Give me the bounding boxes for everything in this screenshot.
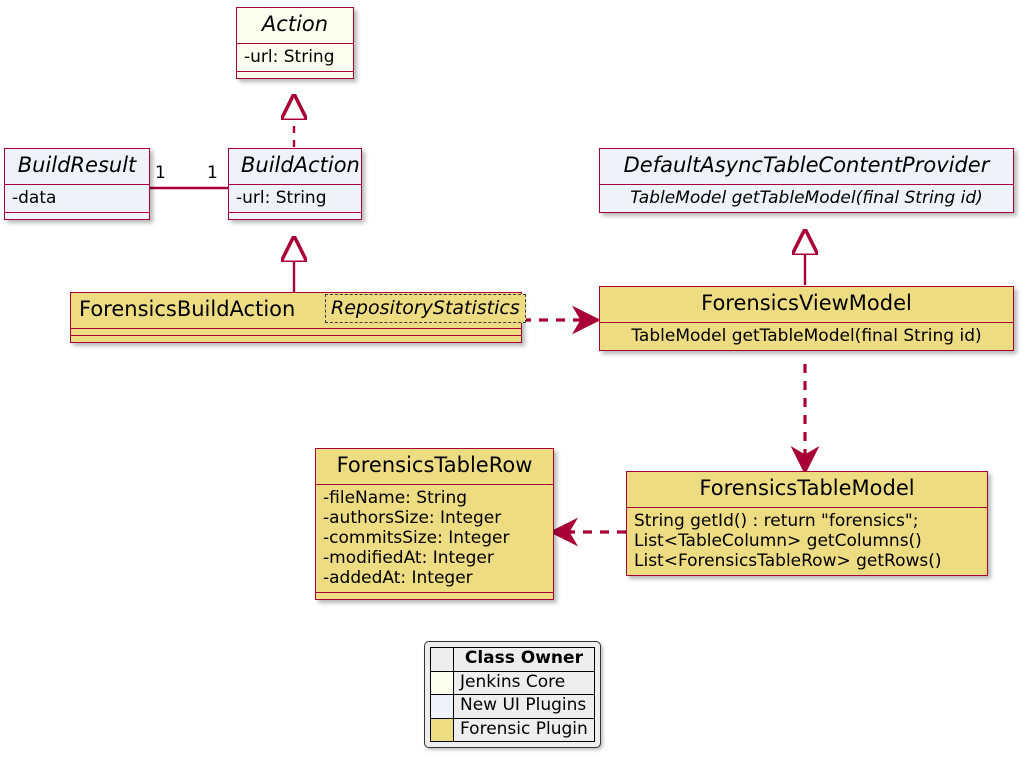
class-methods-forensics-table-model: String getId() : return "forensics"; Lis… xyxy=(627,506,987,575)
legend: Class Owner Jenkins Core New UI Plugins … xyxy=(424,641,601,749)
class-empty-compartment-action xyxy=(237,70,353,78)
class-title-forensics-table-row: ForensicsTableRow xyxy=(336,453,533,477)
class-title-forensics-view-model: ForensicsViewModel xyxy=(701,291,912,315)
class-attribute-authors-size: -authorsSize: Integer xyxy=(323,507,502,528)
class-attribute-file-name: -fileName: String xyxy=(323,487,468,508)
legend-header-swatch xyxy=(430,647,454,672)
note-repository-statistics[interactable]: RepositoryStatistics xyxy=(325,294,526,323)
class-method-get-rows: List<ForensicsTableRow> getRows() xyxy=(634,550,942,571)
legend-row-jenkins-core: Jenkins Core xyxy=(430,670,595,696)
class-attribute-build-result-data: -data xyxy=(5,183,149,212)
legend-label-new-ui-plugins: New UI Plugins xyxy=(453,694,595,719)
class-empty-compartment-build-result xyxy=(5,211,149,219)
class-method-get-id: String getId() : return "forensics"; xyxy=(634,510,919,531)
class-method-get-columns: List<TableColumn> getColumns() xyxy=(634,530,922,551)
class-method-provider-get-table-model: TableModel getTableModel(final String id… xyxy=(600,183,1013,212)
class-box-build-action[interactable]: BuildAction -url: String xyxy=(228,148,362,220)
class-empty-compartment-forensics-build-action-2 xyxy=(71,334,521,342)
class-box-action[interactable]: Action -url: String xyxy=(236,7,354,79)
class-title-forensics-build-action: ForensicsBuildAction xyxy=(79,297,296,321)
legend-row-forensic-plugin: Forensic Plugin xyxy=(430,717,595,743)
class-title-action: Action xyxy=(261,12,329,36)
legend-header-label: Class Owner xyxy=(453,647,595,672)
class-box-forensics-table-row[interactable]: ForensicsTableRow -fileName: String -aut… xyxy=(315,448,554,600)
legend-label-jenkins-core: Jenkins Core xyxy=(453,670,595,696)
class-attribute-build-action-url: -url: String xyxy=(229,183,361,212)
multiplicity-build-action-end: 1 xyxy=(207,163,218,183)
class-attribute-commits-size: -commitsSize: Integer xyxy=(323,527,510,548)
legend-label-forensic-plugin: Forensic Plugin xyxy=(453,717,595,743)
class-box-build-result[interactable]: BuildResult -data xyxy=(4,148,150,220)
class-title-build-action: BuildAction xyxy=(241,153,360,177)
legend-swatch-forensic-plugin xyxy=(430,717,454,743)
legend-table: Class Owner Jenkins Core New UI Plugins … xyxy=(430,647,595,743)
class-attributes-forensics-table-row: -fileName: String -authorsSize: Integer … xyxy=(316,483,553,592)
legend-row-new-ui-plugins: New UI Plugins xyxy=(430,694,595,719)
class-empty-compartment-build-action xyxy=(229,211,361,219)
legend-swatch-new-ui-plugins xyxy=(430,694,454,719)
legend-swatch-jenkins-core xyxy=(430,670,454,696)
multiplicity-build-result-end: 1 xyxy=(155,163,166,183)
class-empty-compartment-forensics-build-action-1 xyxy=(71,327,521,335)
class-box-default-async-table-content-provider[interactable]: DefaultAsyncTableContentProvider TableMo… xyxy=(599,148,1014,213)
class-title-forensics-table-model: ForensicsTableModel xyxy=(699,476,915,500)
class-title-build-result: BuildResult xyxy=(17,153,137,177)
class-attribute-modified-at: -modifiedAt: Integer xyxy=(323,547,494,568)
class-empty-compartment-forensics-table-row xyxy=(316,592,553,599)
class-box-forensics-table-model[interactable]: ForensicsTableModel String getId() : ret… xyxy=(626,471,988,576)
legend-header-row: Class Owner xyxy=(430,647,595,672)
class-title-default-async-table-content-provider: DefaultAsyncTableContentProvider xyxy=(623,153,990,177)
class-method-forensics-view-model-get-table-model: TableModel getTableModel(final String id… xyxy=(600,321,1013,350)
class-attribute-action-url: -url: String xyxy=(237,42,353,71)
class-box-forensics-view-model[interactable]: ForensicsViewModel TableModel getTableMo… xyxy=(599,286,1014,351)
class-attribute-added-at: -addedAt: Integer xyxy=(323,567,473,588)
